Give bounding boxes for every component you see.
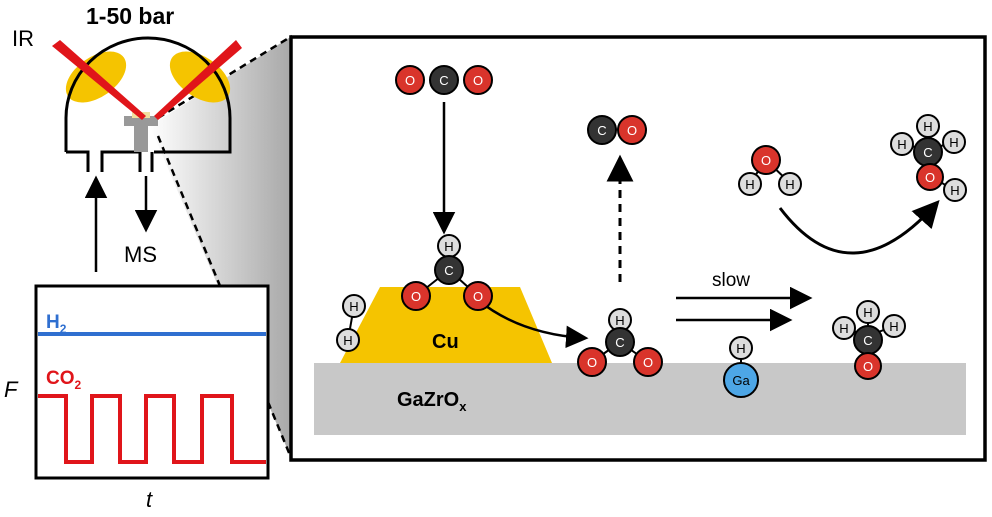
reactor-dome	[64, 36, 232, 172]
oxygen-atom	[916, 163, 944, 191]
carbon-label: C	[439, 73, 448, 88]
oxygen-atom	[577, 347, 607, 377]
co2-flow-line	[38, 394, 266, 464]
ir-label: IR	[12, 26, 34, 51]
hydrogen-label: H	[949, 135, 958, 150]
oxygen-label: O	[643, 355, 653, 370]
x-axis-label: t	[146, 487, 153, 512]
oxygen-atom	[463, 65, 493, 95]
carbon-label: C	[444, 263, 453, 278]
hydrogen-label: H	[736, 341, 745, 356]
oxygen-label: O	[587, 355, 597, 370]
hydrogen-atom	[856, 300, 880, 324]
carbon-label: C	[923, 145, 932, 160]
carbon-label: C	[615, 335, 624, 350]
hydrogen-label: H	[343, 333, 352, 348]
oxygen-atom	[751, 145, 781, 175]
sample-holder	[124, 116, 158, 126]
oxygen-label: O	[405, 73, 415, 88]
mechanism-panel: Cu GaZrOx slow	[289, 35, 987, 462]
h2-on-cu: H H	[336, 294, 366, 352]
oxygen-label: O	[411, 289, 421, 304]
oxygen-atom	[401, 281, 431, 311]
slow-label: slow	[712, 270, 750, 291]
gallium-hydride: H Ga	[723, 336, 759, 398]
oxygen-atom	[633, 347, 663, 377]
carbon-atom	[429, 65, 459, 95]
oxygen-atom	[395, 65, 425, 95]
h2-label: H2	[46, 312, 67, 336]
hydrogen-atom	[942, 130, 966, 154]
hydrogen-atom	[882, 314, 906, 338]
flow-plot: H2 CO2 F t	[4, 284, 270, 512]
hydrogen-label: H	[863, 305, 872, 320]
hydrogen-label: H	[923, 119, 932, 134]
hydrogen-atom	[336, 328, 360, 352]
copper-particle	[340, 287, 552, 363]
ir-beam-out	[154, 40, 242, 120]
hydrogen-label: H	[839, 321, 848, 336]
y-axis-label: F	[4, 377, 19, 402]
co2-molecule: O C O	[395, 65, 493, 95]
plot-frame	[34, 284, 270, 480]
oxygen-label: O	[761, 153, 771, 168]
co2-label: CO2	[46, 368, 82, 392]
carbon-label: C	[863, 333, 872, 348]
pressure-label: 1-50 bar	[86, 3, 174, 29]
oxygen-label: O	[473, 73, 483, 88]
formate-on-support: H C O O	[577, 308, 663, 377]
ir-beam-in	[52, 40, 146, 120]
hydrogen-atom	[342, 294, 366, 318]
gallium-label: Ga	[732, 373, 750, 388]
oxygen-label: O	[627, 123, 637, 138]
co-molecule: C O	[587, 115, 647, 145]
methanol-molecule: H H H C O H	[890, 114, 967, 202]
oxygen-atom	[854, 352, 882, 380]
catalyst-label: Cu	[432, 331, 459, 353]
hydrogen-label: H	[785, 177, 794, 192]
hydrogen-label: H	[889, 319, 898, 334]
hydrogen-atom	[778, 172, 802, 196]
hydrogen-label: H	[897, 137, 906, 152]
hydrogen-label: H	[444, 239, 453, 254]
methanol-release-arrow	[778, 199, 940, 255]
sample-stem	[134, 126, 148, 152]
carbon-atom	[587, 115, 617, 145]
zoom-line-bottom	[156, 135, 294, 461]
carbon-atom	[605, 327, 635, 357]
carbon-label: C	[597, 123, 606, 138]
oxygen-atom	[463, 281, 493, 311]
hydrogen-atom	[943, 178, 967, 202]
carbon-atom	[434, 255, 464, 285]
oxygen-label: O	[473, 289, 483, 304]
water-molecule: O H H	[738, 145, 802, 196]
hydrogen-label: H	[349, 299, 358, 314]
formate-on-cu: H C O O	[401, 234, 493, 311]
gallium-atom	[723, 362, 759, 398]
oxygen-atom	[617, 115, 647, 145]
support-label: GaZrOx	[397, 389, 467, 414]
ms-label: MS	[124, 242, 157, 267]
oxygen-label: O	[863, 359, 873, 374]
hydrogen-atom	[729, 336, 753, 360]
hydrogen-atom	[832, 316, 856, 340]
hydrogen-label: H	[745, 177, 754, 192]
oxygen-label: O	[925, 170, 935, 185]
hydrogen-atom	[890, 132, 914, 156]
methoxy-on-support: H H H C O	[832, 300, 906, 380]
hydrogen-atom	[738, 172, 762, 196]
hydrogen-label: H	[950, 183, 959, 198]
hydrogen-label: H	[615, 313, 624, 328]
